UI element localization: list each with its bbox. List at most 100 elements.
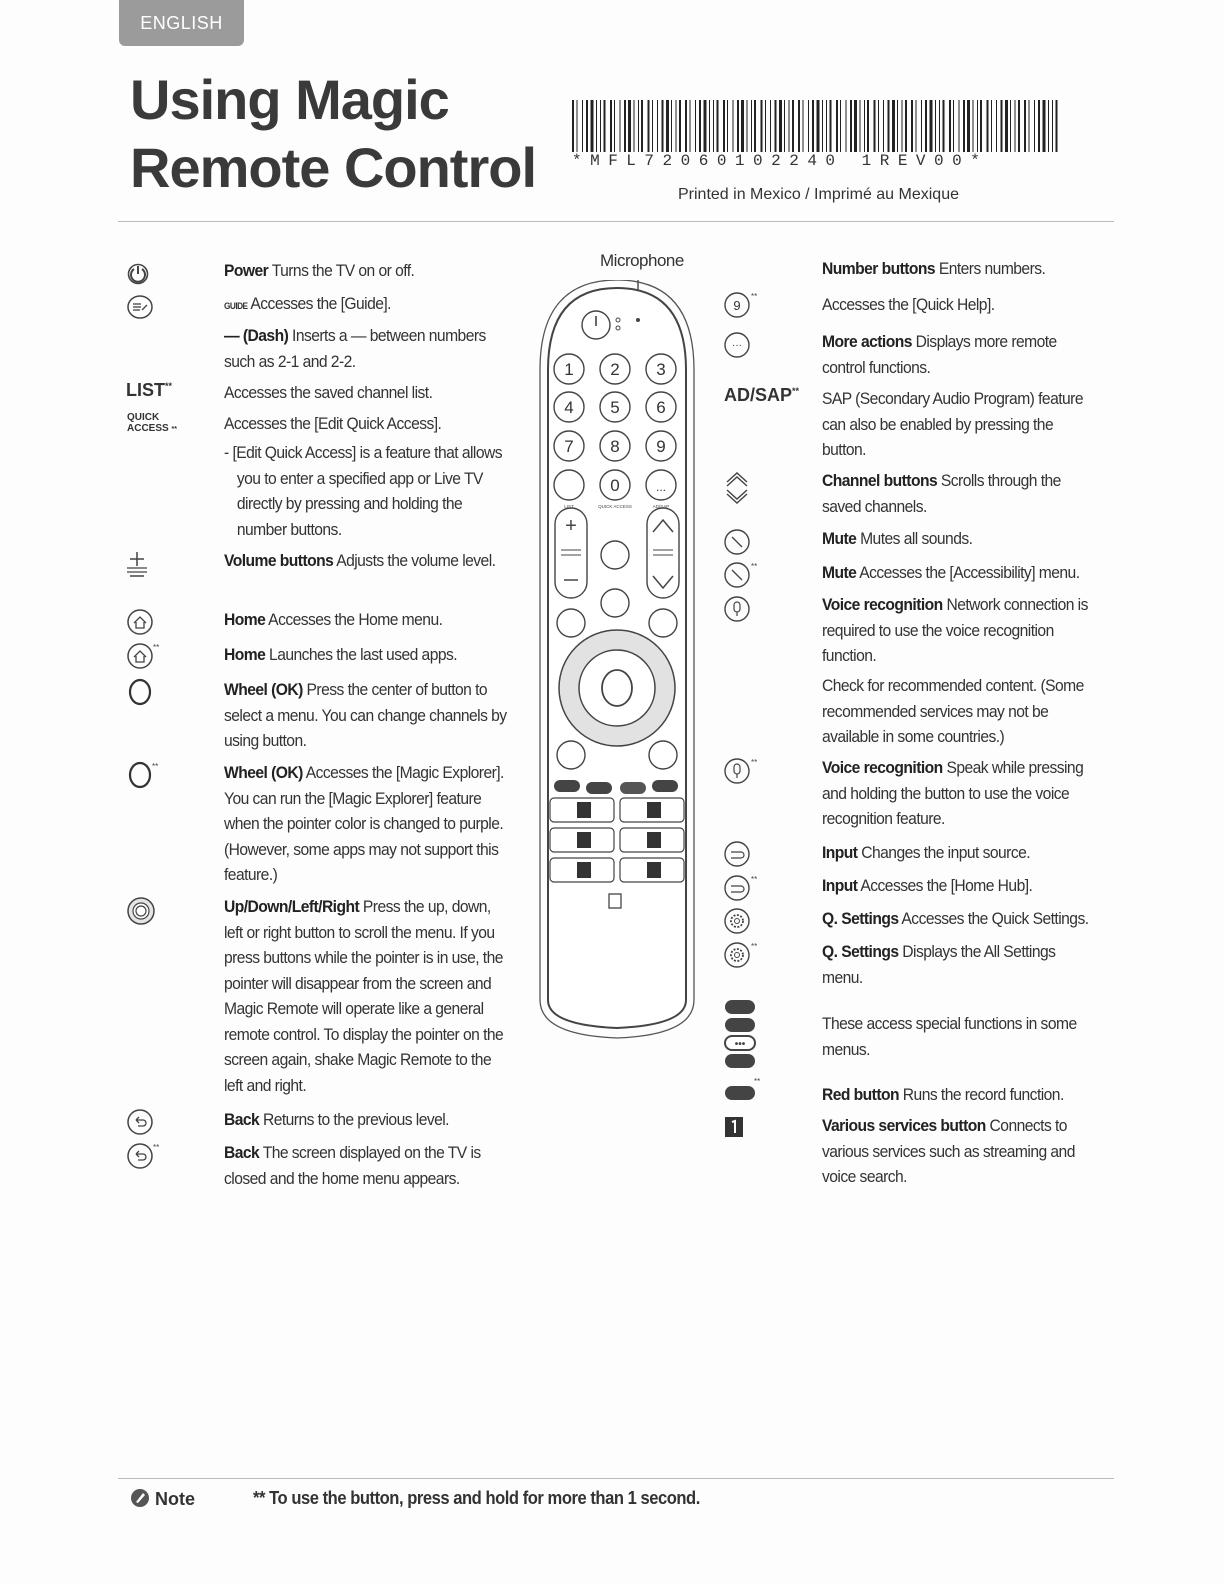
settings-hold-icon: **: [724, 942, 757, 968]
home-hold-icon: **: [127, 643, 159, 669]
microphone-label: Microphone: [600, 251, 684, 270]
remote-key-label: 7: [564, 437, 573, 456]
remote-key-sublabel: QUICK ACCESS: [598, 504, 632, 509]
note-icon: [131, 1489, 149, 1507]
remote-service-key: [549, 857, 615, 883]
svg-text:**: **: [751, 292, 757, 301]
list-label: LIST**: [126, 380, 173, 400]
remote-key[interactable]: [645, 391, 677, 423]
remote-key-label: 5: [610, 398, 619, 417]
remote-service-badge: [647, 802, 661, 818]
remote-voice-button[interactable]: [600, 588, 630, 618]
remote-service-badge: [647, 862, 661, 878]
remote-key[interactable]: [599, 391, 631, 423]
quick-help-desc: Accesses the [Quick Help].: [822, 295, 995, 314]
svg-text:+: +: [565, 515, 577, 537]
back-hold-icon: **: [127, 1143, 159, 1169]
wheel-desc: Wheel (OK) Press the center of button to…: [224, 680, 507, 750]
barcode: [572, 100, 1058, 152]
updown-desc: Up/Down/Left/Right Press the up, down, l…: [224, 897, 504, 1095]
remote-service-badge: [577, 862, 591, 878]
list-desc: Accesses the saved channel list.: [224, 383, 433, 402]
svg-text:**: **: [152, 762, 158, 771]
remote-key[interactable]: [645, 430, 677, 462]
remote-service-buttons[interactable]: [549, 797, 685, 883]
svg-text:**: **: [754, 1077, 760, 1086]
voice-hold-icon: **: [724, 758, 757, 784]
remote-channel-rocker[interactable]: [646, 507, 680, 599]
special-functions-desc: These access special functions in some m…: [822, 1014, 1077, 1059]
volume-icon: [127, 552, 147, 577]
remote-settings-button[interactable]: [648, 740, 678, 770]
back-desc: Back Returns to the previous level.: [224, 1110, 450, 1129]
remote-key-label: 2: [610, 360, 619, 379]
svg-text:**: **: [751, 875, 757, 884]
remote-home-button[interactable]: [556, 608, 586, 638]
note-label: Note: [130, 1488, 195, 1510]
remote-key[interactable]: [553, 391, 585, 423]
remote-key-sublabel: LIST: [564, 504, 574, 509]
qsettings-hold-desc: Q. Settings Displays the All Settings me…: [822, 942, 1056, 987]
input-icon: [724, 841, 750, 867]
number-9-hold-icon: 9 **: [724, 292, 757, 318]
remote-key[interactable]: [645, 353, 677, 385]
recommended-desc: Check for recommended content. (Some rec…: [822, 676, 1084, 746]
remote-key[interactable]: [553, 469, 585, 501]
quick-access-desc: Accesses the [Edit Quick Access].: [224, 414, 442, 433]
qsettings-desc: Q. Settings Accesses the Quick Settings.: [822, 909, 1089, 928]
guide-desc: GUIDE Accesses the [Guide].: [224, 294, 392, 313]
remote-back-button[interactable]: [556, 740, 586, 770]
remote-service-badge: [577, 832, 591, 848]
remote-key-label: ...: [656, 480, 666, 494]
quick-access-note: - [Edit Quick Access] is a feature that …: [224, 443, 503, 539]
color-buttons-icon: •••: [724, 1000, 756, 1068]
channel-desc: Channel buttons Scrolls through the save…: [822, 471, 1061, 516]
title-line-2: Remote Control: [130, 136, 537, 199]
remote-key-label: 3: [656, 360, 665, 379]
remote-mute-button[interactable]: [600, 540, 630, 570]
header-divider: [118, 221, 1114, 222]
remote-key[interactable]: [645, 469, 677, 501]
svg-text:**: **: [153, 1143, 159, 1152]
remote-key[interactable]: [599, 430, 631, 462]
ad-sap-label: AD/SAP**: [724, 385, 800, 405]
remote-key[interactable]: [553, 430, 585, 462]
back-icon: [127, 1109, 153, 1135]
settings-icon: [724, 908, 750, 934]
remote-volume-rocker[interactable]: +: [554, 507, 588, 599]
power-desc: Power Turns the TV on or off.: [224, 261, 415, 280]
svg-text:**: **: [751, 758, 757, 767]
svg-text:**: **: [751, 942, 757, 951]
quick-access-label: QUICK ACCESS **: [127, 412, 177, 434]
mute-hold-icon: **: [724, 562, 757, 588]
remote-color-buttons[interactable]: [554, 780, 678, 794]
number-buttons-desc: Number buttons Enters numbers.: [822, 259, 1046, 278]
remote-key[interactable]: [553, 353, 585, 385]
note-text: ** To use the button, press and hold for…: [253, 1488, 700, 1508]
dash-desc: — (Dash) Inserts a — between numbers suc…: [224, 326, 486, 371]
remote-power-button[interactable]: [581, 310, 611, 340]
remote-service-badge: [577, 802, 591, 818]
voice-icon: [724, 596, 750, 622]
input-desc: Input Changes the input source.: [822, 843, 1031, 862]
printed-in-text: Printed in Mexico / Imprimé au Mexique: [678, 186, 959, 203]
language-tab[interactable]: ENGLISH: [119, 0, 244, 46]
mute-icon: [724, 529, 750, 555]
title-line-1: Using Magic: [130, 68, 450, 131]
home-desc: Home Accesses the Home menu.: [224, 610, 443, 629]
svg-text:**: **: [153, 643, 159, 652]
remote-key-label: 8: [610, 437, 619, 456]
remote-key[interactable]: [599, 353, 631, 385]
remote-key-label: 9: [656, 437, 665, 456]
remote-key-label: 6: [656, 398, 665, 417]
input-hold-desc: Input Accesses the [Home Hub].: [822, 876, 1033, 895]
more-actions-desc: More actions Displays more remote contro…: [822, 332, 1057, 377]
remote-input-button[interactable]: [648, 608, 678, 638]
red-button-icon: **: [725, 1077, 760, 1100]
remote-service-key: [619, 797, 685, 823]
remote-key[interactable]: [599, 469, 631, 501]
svg-text:9: 9: [733, 298, 740, 313]
remote-wheel[interactable]: [558, 629, 676, 747]
